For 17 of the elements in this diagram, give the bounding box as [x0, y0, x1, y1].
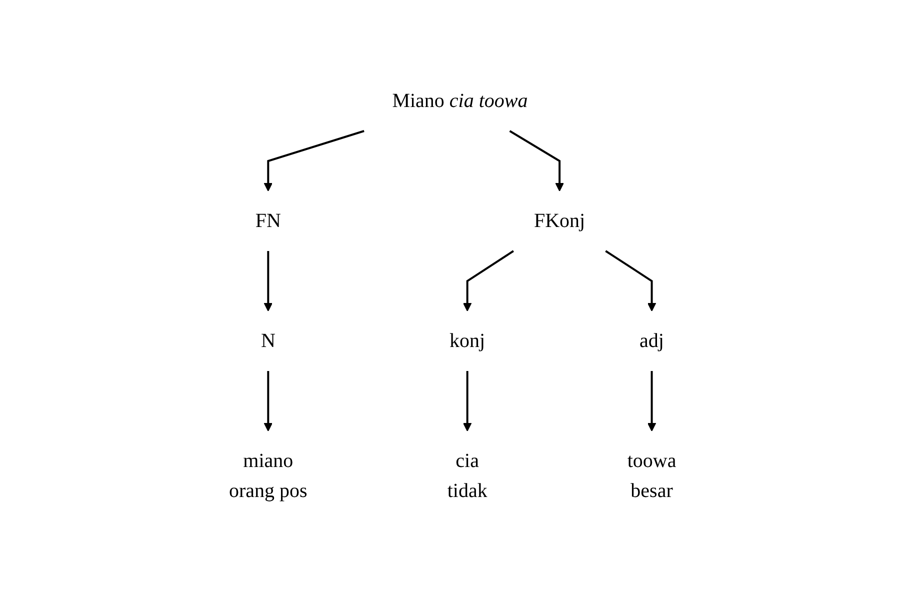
node-text: toowa besar [627, 450, 676, 502]
node-text: konj [449, 330, 485, 352]
node-text: cia tidak [447, 450, 488, 502]
arrow [462, 250, 514, 312]
arrow [605, 250, 656, 312]
node-text: FKonj [534, 210, 586, 232]
arrow [462, 371, 472, 432]
node-text: adj [639, 330, 664, 352]
arrow [264, 251, 272, 312]
arrow [264, 130, 364, 192]
node-text: Miano cia toowa [392, 90, 528, 112]
node-text: miano orang pos [228, 450, 308, 502]
node-text: FN [255, 210, 281, 232]
node-text: N [260, 330, 276, 352]
arrow [264, 371, 272, 432]
arrow [509, 130, 564, 192]
arrow [647, 371, 656, 432]
